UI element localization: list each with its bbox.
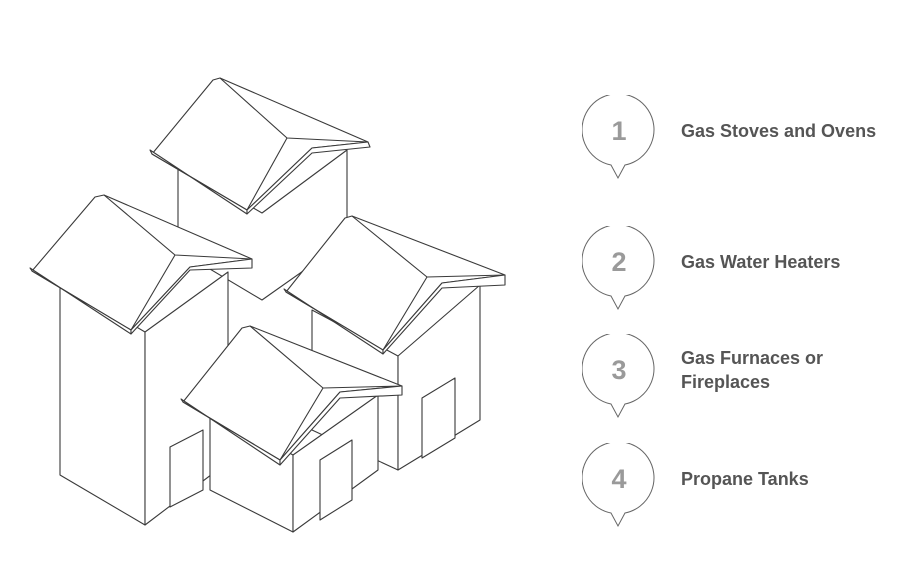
item-number: 1	[611, 115, 627, 146]
door-left-house	[169, 429, 204, 508]
item-label: Gas Furnaces or Fireplaces	[681, 348, 824, 392]
map-pin-icon	[582, 226, 655, 311]
item-label: Gas Stoves and Ovens	[681, 121, 877, 141]
map-pin-icon	[582, 334, 655, 419]
map-pin-icon	[582, 95, 655, 180]
item-label: Propane Tanks	[681, 469, 809, 489]
item-number: 2	[611, 246, 627, 277]
item-label: Gas Water Heaters	[681, 252, 841, 272]
houses-cluster-icon	[29, 77, 506, 533]
list-item-1: 1 Gas Stoves and Ovens	[582, 95, 882, 185]
list-item-2: 2 Gas Water Heaters	[582, 226, 882, 316]
house-right	[283, 215, 506, 471]
door-front-house	[319, 439, 353, 521]
map-pin-icon	[582, 443, 655, 528]
list-item-3: 3 Gas Furnaces or Fireplaces	[582, 334, 882, 424]
house-left	[29, 194, 253, 526]
house-front	[180, 325, 403, 533]
item-number: 4	[611, 463, 627, 494]
list-item-4: 4 Propane Tanks	[582, 443, 882, 533]
door-right-house	[421, 377, 456, 459]
item-number: 3	[611, 354, 627, 385]
